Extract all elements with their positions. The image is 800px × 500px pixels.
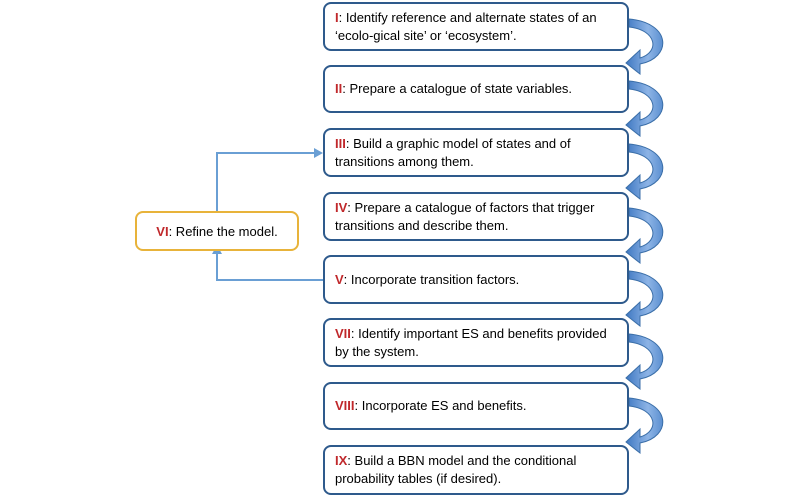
step-description: : Incorporate transition factors. [343,271,520,287]
step-numeral: I [335,9,339,25]
curved-arrow-2-3 [625,80,664,138]
curved-arrow-1-2 [625,18,664,76]
step-numeral: VIII [335,398,355,413]
step-text: I: Identify reference and alternate stat… [335,9,617,45]
step-text: VIII: Incorporate ES and benefits. [335,397,527,415]
step-description: : Incorporate ES and benefits. [354,398,527,413]
step-description: : Build a graphic model of states and of… [335,135,571,169]
refine-model-box: VI: Refine the model. [135,211,299,251]
step-description: : Build a BBN model and the conditional … [335,453,577,486]
step-description: : Refine the model. [168,223,278,239]
curved-arrow-5-7 [625,270,664,328]
step-text: IV: Prepare a catalogue of factors that … [335,199,617,235]
step-text: V: Incorporate transition factors. [335,271,519,289]
step-box-viii: VIII: Incorporate ES and benefits. [323,382,629,430]
curved-arrow-3-4 [625,143,664,201]
step-text: IX: Build a BBN model and the conditiona… [335,452,617,488]
step-description: : Identify important ES and benefits pro… [335,325,607,359]
refine-text: VI: Refine the model. [156,224,277,239]
step-numeral: VI [156,223,169,239]
curved-arrow-7-8 [625,333,664,391]
connector-vi-to-iii [216,148,323,211]
step-description: : Prepare a catalogue of state variables… [342,81,573,96]
step-box-ii: II: Prepare a catalogue of state variabl… [323,65,629,113]
step-numeral: IV [335,199,348,215]
step-numeral: V [335,271,344,287]
step-numeral: VII [335,325,351,341]
curved-arrow-8-9 [625,397,664,455]
step-numeral: II [335,81,343,96]
step-numeral: IX [335,453,348,468]
step-text: VII: Identify important ES and benefits … [335,325,617,361]
step-description: : Prepare a catalogue of factors that tr… [335,199,595,233]
step-text: III: Build a graphic model of states and… [335,135,617,171]
step-numeral: III [335,135,346,151]
curved-arrow-4-5 [625,207,664,265]
step-description: : Identify reference and alternate state… [335,9,597,43]
step-box-iii: III: Build a graphic model of states and… [323,128,629,177]
step-box-i: I: Identify reference and alternate stat… [323,2,629,51]
step-box-v: V: Incorporate transition factors. [323,255,629,304]
step-box-vii: VII: Identify important ES and benefits … [323,318,629,367]
step-box-ix: IX: Build a BBN model and the conditiona… [323,445,629,495]
step-text: II: Prepare a catalogue of state variabl… [335,80,572,98]
step-box-iv: IV: Prepare a catalogue of factors that … [323,192,629,241]
